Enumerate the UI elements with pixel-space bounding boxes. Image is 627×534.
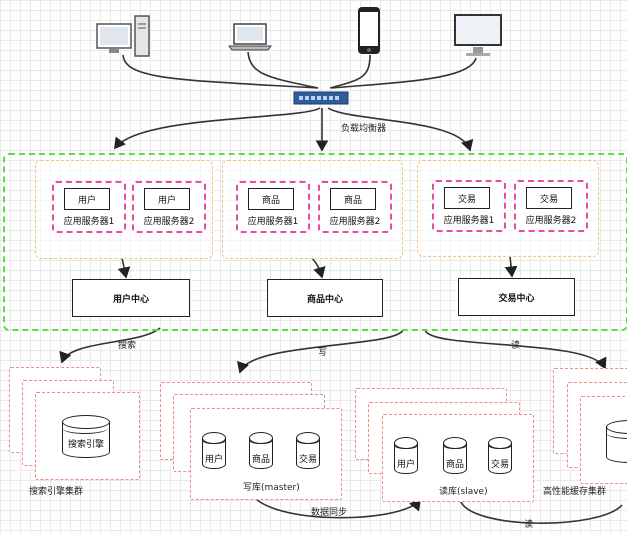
app-server[interactable]: 商品 应用服务器1 [236, 181, 310, 233]
table-label: 交易 [298, 455, 317, 465]
cache-icon [606, 420, 627, 466]
goods-table-icon: 商品 [249, 432, 273, 472]
trade-table-icon: 交易 [488, 437, 512, 477]
arrow-read [424, 329, 607, 370]
arrow-lb-trade [327, 107, 474, 152]
arrow-search [59, 327, 161, 364]
search-engine-label: 搜索引擎 [67, 440, 104, 450]
service-module-label: 交易 [526, 187, 572, 209]
search-cluster-label: 搜索引擎集群 [29, 487, 84, 497]
arrow-lb-user [114, 107, 321, 150]
app-server-label: 应用服务器2 [143, 217, 195, 227]
trade-center[interactable]: 交易中心 [458, 278, 575, 316]
service-module-label: 商品 [248, 188, 294, 210]
wire-laptop [247, 51, 319, 89]
app-server-label: 应用服务器1 [443, 216, 495, 226]
cache-cluster-label: 高性能缓存集群 [543, 487, 607, 497]
arrow-trade-center [504, 255, 518, 278]
table-label: 商品 [445, 460, 464, 470]
load-balancer-label: 负载均衡器 [341, 124, 387, 134]
user-table-icon: 用户 [202, 432, 226, 472]
write-db-label: 写库(master) [243, 483, 300, 493]
desktop-pc-icon [96, 15, 150, 57]
app-server[interactable]: 用户 应用服务器2 [132, 181, 206, 233]
arrow-goods-center [311, 257, 326, 279]
app-server-label: 应用服务器1 [63, 217, 115, 227]
service-module-label: 用户 [64, 188, 110, 210]
load-balancer-switch-icon [293, 91, 349, 105]
service-module-label: 交易 [444, 187, 490, 209]
edge-label-read-bottom: 读 [524, 520, 534, 530]
edge-label-read: 读 [511, 341, 521, 351]
edge-label-write: 写 [318, 348, 328, 358]
read-db-label: 读库(slave) [439, 487, 488, 497]
wire-phone [329, 54, 371, 89]
read-curve [459, 499, 623, 524]
table-label: 商品 [251, 455, 270, 465]
monitor-icon [454, 14, 502, 56]
edge-label-search: 搜索 [118, 341, 137, 351]
smartphone-icon [358, 7, 380, 54]
wire-monitor [331, 57, 477, 89]
arrow-user-center [117, 257, 131, 279]
user-center[interactable]: 用户中心 [72, 279, 190, 317]
laptop-icon [228, 23, 272, 51]
goods-center[interactable]: 商品中心 [267, 279, 383, 317]
app-server[interactable]: 交易 应用服务器2 [514, 180, 588, 232]
trade-table-icon: 交易 [296, 432, 320, 472]
wire-desktop [122, 54, 319, 89]
app-server-label: 应用服务器2 [525, 216, 577, 226]
goods-table-icon: 商品 [443, 437, 467, 477]
sync-curve [249, 489, 422, 519]
app-server[interactable]: 商品 应用服务器2 [318, 181, 392, 233]
table-label: 用户 [396, 460, 415, 470]
edge-label-sync: 数据同步 [311, 508, 348, 518]
table-label: 交易 [490, 460, 509, 470]
table-label: 用户 [204, 455, 223, 465]
user-table-icon: 用户 [394, 437, 418, 477]
service-module-label: 商品 [330, 188, 376, 210]
arrow-write [237, 329, 404, 374]
app-server[interactable]: 交易 应用服务器1 [432, 180, 506, 232]
search-engine-icon: 搜索引擎 [62, 415, 110, 461]
app-server[interactable]: 用户 应用服务器1 [52, 181, 126, 233]
app-server-label: 应用服务器1 [247, 217, 299, 227]
service-module-label: 用户 [144, 188, 190, 210]
app-server-label: 应用服务器2 [329, 217, 381, 227]
